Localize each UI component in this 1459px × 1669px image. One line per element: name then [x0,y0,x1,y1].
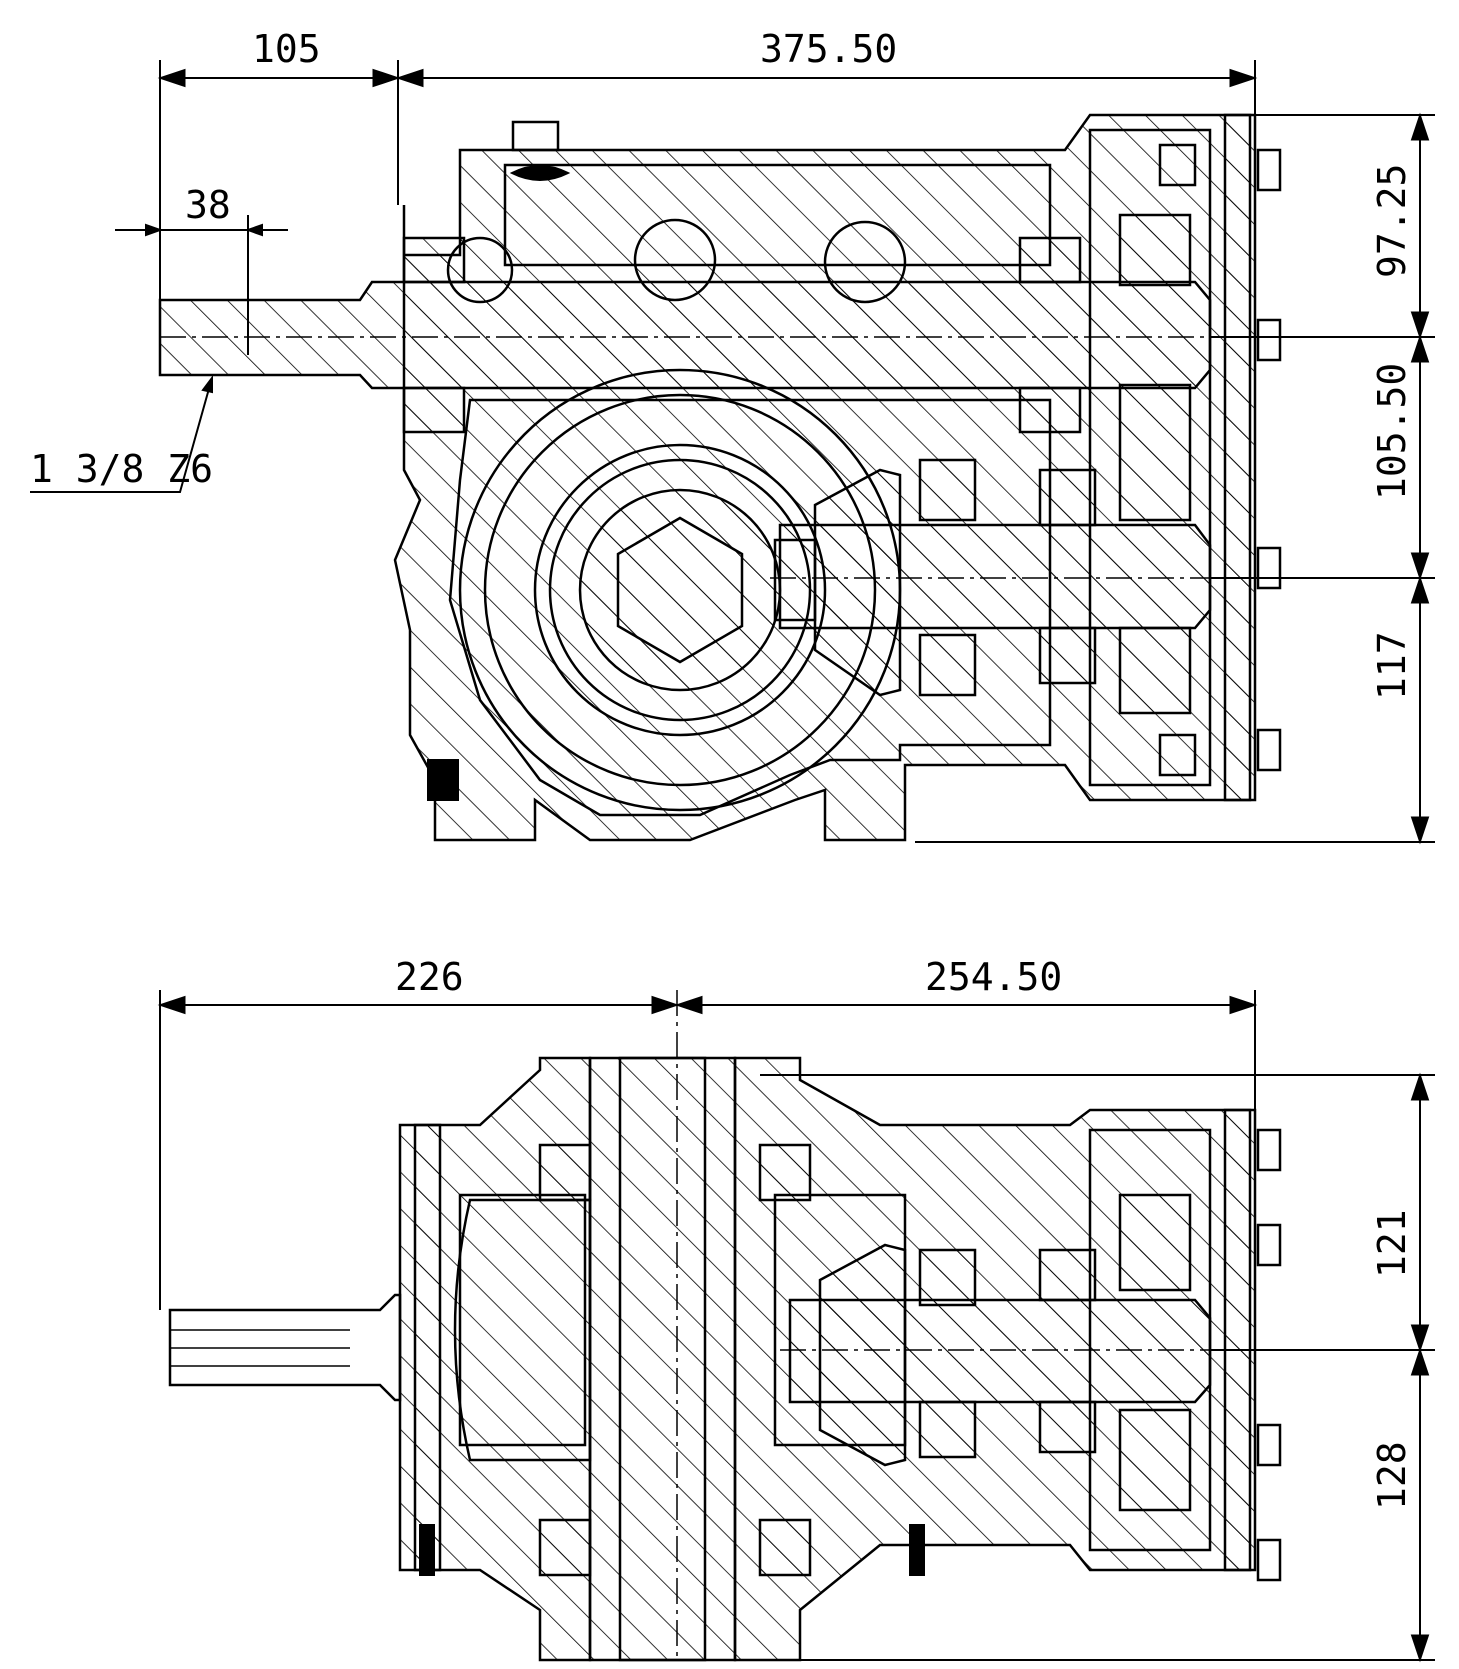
bottom-left-flange [398,1123,442,1572]
bottom-stud-right [909,1524,925,1576]
top-pinion-gear [813,468,902,697]
dim-128: 128 [1370,1441,1414,1510]
bottom-end-cover [1223,1108,1257,1572]
dim-226: 226 [395,955,464,999]
bottom-pinion-gear [818,1243,907,1467]
top-view: 105 375.50 38 1 3/8 Z6 97.25 105.50 117 [30,27,1435,845]
top-end-block-mid [1118,383,1192,522]
top-drain-plug [427,759,459,801]
dim-117: 117 [1370,631,1414,700]
bottom-view: 226 254.50 121 128 [157,955,1435,1663]
top-pinion-bearing-lr [1038,626,1097,685]
top-end-plate-inner [1088,128,1212,787]
bottom-ext-bolt-2 [1256,1223,1282,1267]
bottom-pinion-bearing-ur [1038,1248,1097,1302]
dim-38: 38 [185,183,231,227]
top-end-bolt-lower [1158,733,1197,777]
bottom-pinion-bearing-ul [918,1248,977,1307]
bottom-end-plate-inner [1088,1128,1212,1552]
bottom-end-block-lower [1118,1408,1192,1512]
bottom-pinion-bearing-lr [1038,1400,1097,1454]
top-ext-bolt-1 [1256,148,1282,192]
top-end-cover [1223,113,1257,802]
bottom-bearing-ll [538,1518,592,1577]
top-pinion-bearing-ur [1038,468,1097,527]
dim-254-50: 254.50 [925,955,1062,999]
top-oil-seal [509,165,571,181]
bottom-ext-bolt-3 [1256,1423,1282,1467]
bottom-bearing-ul [538,1143,592,1202]
top-end-block-upper [1118,213,1192,287]
bottom-central-bore [618,1056,707,1662]
bottom-central-shaft [588,1056,737,1662]
top-ext-bolt-2 [1256,318,1282,362]
dim-375-50: 375.50 [760,27,897,71]
dim-105: 105 [252,27,321,71]
top-pinion-nut [773,538,817,622]
bottom-stud-left [419,1524,435,1576]
bottom-bearing-ur [758,1143,812,1202]
top-bearing-left-upper [402,236,466,284]
top-ext-bolt-4 [1256,728,1282,772]
top-end-bolt-upper [1158,143,1197,187]
bottom-ext-bolt-1 [1256,1128,1282,1172]
bottom-left-cup [453,1198,592,1462]
top-bearing-right-upper [1018,236,1082,284]
dim-105-50: 105.50 [1370,363,1414,500]
bottom-ext-bolt-4 [1256,1538,1282,1582]
spline-leader [30,384,211,493]
top-end-block-lower [1118,626,1192,715]
top-input-shaft [158,280,1212,390]
top-bearing-left-lower [402,386,466,434]
spline-label: 1 3/8 Z6 [30,447,213,491]
top-housing-lower-cavity [448,398,1052,817]
bottom-end-block-upper [1118,1193,1192,1292]
bottom-pinion-bearing-ll [918,1400,977,1459]
bottom-left-cavity [458,1193,587,1447]
bottom-input-spline-shaft [168,1293,402,1402]
top-ext-bolt-3 [1256,546,1282,590]
bottom-bearing-lr [758,1518,812,1577]
top-crown-hub-inner [578,488,782,692]
dim-97-25: 97.25 [1370,164,1414,278]
top-bearing-right-lower [1018,386,1082,434]
dim-121: 121 [1370,1209,1414,1278]
top-pinion-bearing-ul [918,458,977,522]
top-pinion-bearing-ll [918,633,977,697]
top-bolt [511,120,560,152]
top-hex-bore [616,516,744,664]
